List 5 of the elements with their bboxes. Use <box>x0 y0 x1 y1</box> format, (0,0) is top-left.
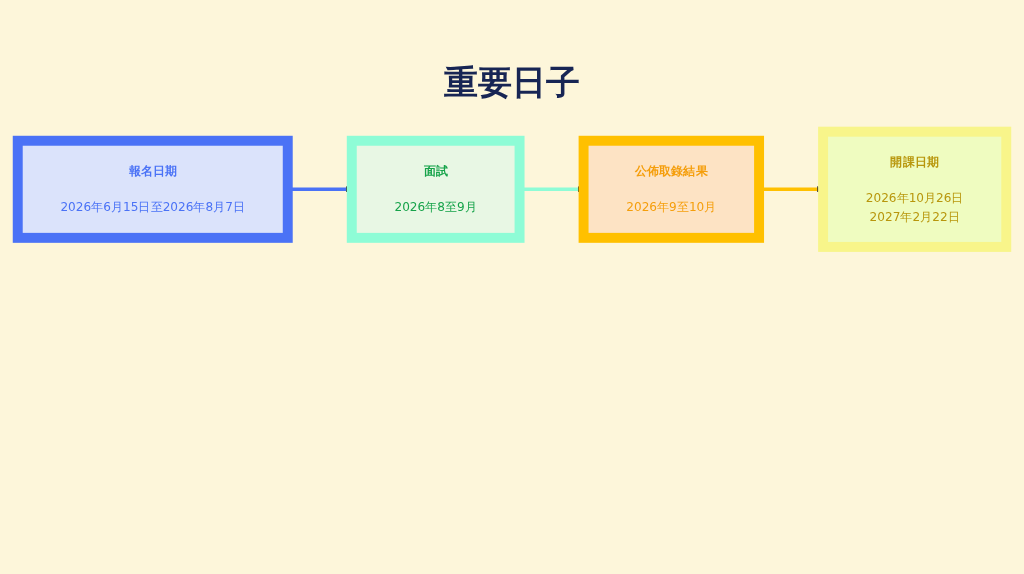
node-box: 報名日期 2026年6月15日至2026年8月7日 <box>12 135 293 243</box>
node-box: 面試 2026年8至9月 <box>346 135 525 243</box>
node-box: 開課日期 2026年10月26日 2027年2月22日 <box>818 126 1012 252</box>
diagram-title: 重要日子 <box>443 61 581 104</box>
node-box: 公佈取錄結果 2026年9至10月 <box>578 135 765 243</box>
